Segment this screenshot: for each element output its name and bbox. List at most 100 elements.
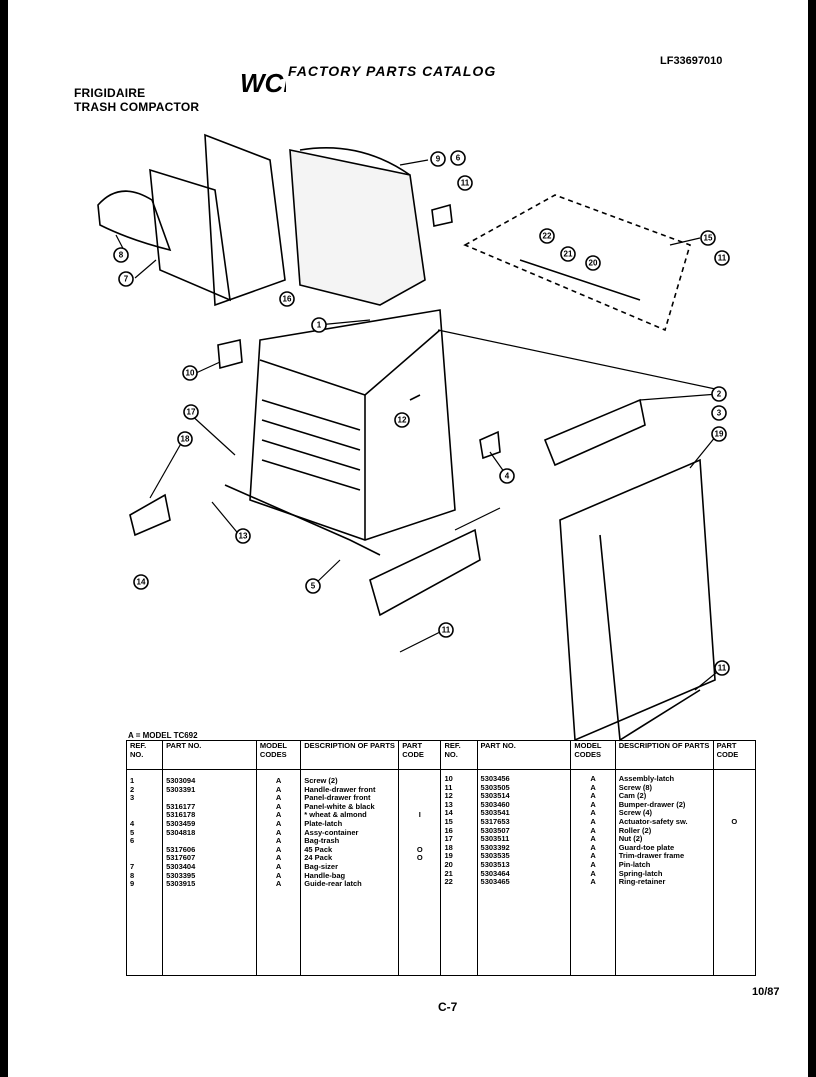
table-cell-line: 24 Pack [304,853,333,863]
table-cell-line [130,811,159,820]
table-cell-line: O [731,816,738,826]
table-cell-line: Handle-bag [304,870,346,880]
catalog-date: 10/87 [752,986,780,998]
table-cell-line: 3 [130,793,135,803]
callout-label: 7 [124,275,129,284]
table-cell-line: A [275,836,282,846]
table-cell-line: Guide-rear latch [304,879,362,889]
table-cell-line [402,794,437,803]
callout-label: 2 [717,390,722,399]
table-cell-line: Bag-trash [304,836,340,846]
table-cell-line: * wheat & almond [304,810,367,820]
table-cell-line: 6 [130,836,135,846]
col-model-codes-2: MODEL CODES [570,740,616,770]
table-cell-line: 5303395 [166,870,196,880]
callout-label: 15 [704,234,713,243]
table-cell-line: Panel-white & black [304,801,375,811]
model-code-note: A = MODEL TC692 [128,731,198,740]
table-cell-line: 5303391 [166,784,196,794]
table-cell-line: 5303514 [480,791,510,801]
table-cell-line [402,777,437,786]
table-cell-line: 22 [444,877,453,887]
table-cell-line: O [416,844,423,854]
col-ref-no-2: REF. NO. [440,740,478,770]
table-cell-line: Trim-drawer frame [618,851,685,861]
table-cell-line: Pin-latch [618,859,651,869]
table-cell-line: A [275,810,282,820]
table-cell-line: A [590,825,596,835]
table-cell-line: Assembly-latch [618,774,675,783]
table-cell-line: A [275,801,282,811]
table-cell-line: 21 [444,868,453,878]
table-cell-line: 8 [130,870,135,880]
table-cell-line [717,792,752,801]
table-cell-line: A [275,793,282,803]
parts-table: REF. NO. PART NO. MODEL CODES DESCRIPTIO… [125,740,757,976]
callout-label: 18 [181,435,190,444]
table-cell-line [130,854,159,863]
table-cell-line: A [590,859,596,869]
svg-text:WCI: WCI [240,68,286,96]
callout-label: 3 [717,409,722,418]
table-cell-line [402,872,437,881]
table-cell-line: A [275,853,282,863]
header-left: FRIGIDAIRE TRASH COMPACTOR [74,86,199,114]
table-cell-line: 2 [130,784,135,794]
left-scan-edge [0,0,8,1077]
table-cell-line: 5316178 [166,810,196,820]
table-cell-line: A [590,774,596,783]
table-cell-line [717,835,752,844]
table-cell-line: 5317653 [480,816,510,826]
table-cell-line: I [418,810,421,820]
col-part-code-2: PART CODE [712,740,757,770]
table-cell-line: 1 [130,776,135,785]
table-cell-line: A [590,877,596,887]
table-cell-line: Cam (2) [618,791,647,801]
table-cell-line [717,844,752,853]
table-cell-line: 5303456 [480,774,510,783]
table-cell-line: 5303511 [480,834,510,844]
table-cell-line [717,852,752,861]
table-cell-line: Assy-container [304,827,359,837]
table-cell-line: 5303464 [480,868,510,878]
table-cell-line: Screw (8) [618,782,653,792]
table-cell-line [402,880,437,889]
table-cell-line: A [590,851,596,861]
callout-label: 6 [456,154,461,163]
table-cell-line: 12 [444,791,453,801]
table-cell-line: 45 Pack [304,844,333,854]
col-part-no-2: PART NO. [476,740,572,770]
table-cell-line: Ring-retainer [618,877,666,887]
table-cell-line [130,846,159,855]
table-cell-line: 11 [444,782,453,792]
col-part-code: PART CODE [398,740,442,770]
table-cell-line: Actuator-safety sw. [618,816,688,826]
table-cell-line: A [275,861,282,871]
table-cell-line: Nut (2) [618,834,643,844]
callout-label: 10 [186,369,195,378]
right-scan-edge [808,0,816,1077]
table-cell-line: A [275,879,282,889]
callout-label: 21 [564,250,573,259]
table-cell-line: Screw (2) [304,776,338,785]
table-cell-line: 5317606 [166,844,196,854]
table-cell-line: A [275,870,282,880]
table-cell-line: 5303392 [480,842,510,852]
callout-label: 12 [398,416,407,425]
table-cell-line [402,829,437,838]
table-cell-line: Panel-drawer front [304,793,371,803]
table-cell-line: 4 [130,818,135,828]
callout-label: 20 [589,259,598,268]
callout-label: 5 [311,582,316,591]
table-cell-line [402,786,437,795]
table-cell-line: 9 [130,879,135,889]
table-cell-line: 5303460 [480,799,510,809]
brand-name: FRIGIDAIRE [74,86,146,100]
product-name: TRASH COMPACTOR [74,100,200,114]
table-cell-line [402,863,437,872]
table-cell-line: A [275,818,282,828]
